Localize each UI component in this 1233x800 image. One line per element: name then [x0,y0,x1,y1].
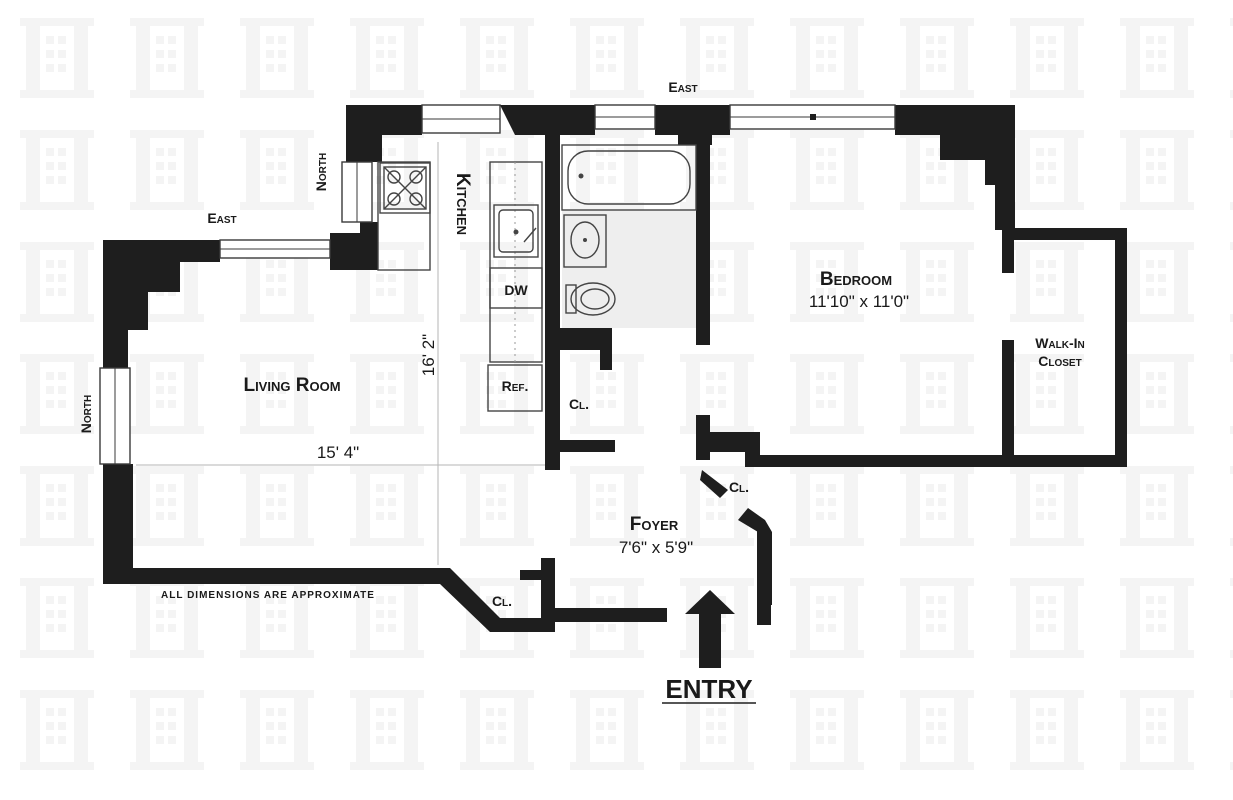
dishwasher-label: DW [504,282,528,298]
compass-east-left: East [207,210,236,226]
stove-icon [379,162,431,214]
bedroom-label: Bedroom [820,269,892,290]
compass-north-left: North [78,395,94,433]
kitchen-fixtures [377,161,543,412]
walkin-closet-label-line1: Walk-In [1035,335,1085,351]
windows [99,104,896,465]
kitchen-label: Kitchen [452,173,473,235]
walls [103,105,1127,632]
closet-kitchen-label: Cl. [569,396,589,412]
sink-icon [493,204,539,258]
entry-arrow-icon [685,590,735,668]
counter-left [377,161,431,271]
foyer-dimensions: 7'6" x 5'9" [619,538,693,557]
bathroom-sink-icon [563,214,607,268]
counter-right [489,161,543,363]
compass-east-top: East [668,79,697,95]
dimension-lines [136,142,545,565]
foyer-label: Foyer [630,514,679,535]
walkin-closet-label-line2: Closet [1038,353,1081,369]
refrigerator-icon [487,364,543,412]
compass-north-kitchen: North [313,153,329,191]
bedroom-dimensions: 11'10" x 11'0" [809,292,909,311]
toilet-icon [565,284,577,314]
living-length-dimension: 16' 2" [419,334,438,376]
bathtub-icon [561,144,697,211]
living-width-dimension: 15' 4" [317,443,359,462]
disclaimer-note: ALL DIMENSIONS ARE APPROXIMATE [161,590,375,601]
refrigerator-label: Ref. [502,378,529,394]
closet-foyer-label: Cl. [729,479,749,495]
bathroom-fixtures [561,144,697,328]
living-room-label: Living Room [243,375,340,396]
entry-label: ENTRY [665,674,752,704]
dishwasher-icon [489,267,543,309]
closet-bottom-label: Cl. [492,593,512,609]
